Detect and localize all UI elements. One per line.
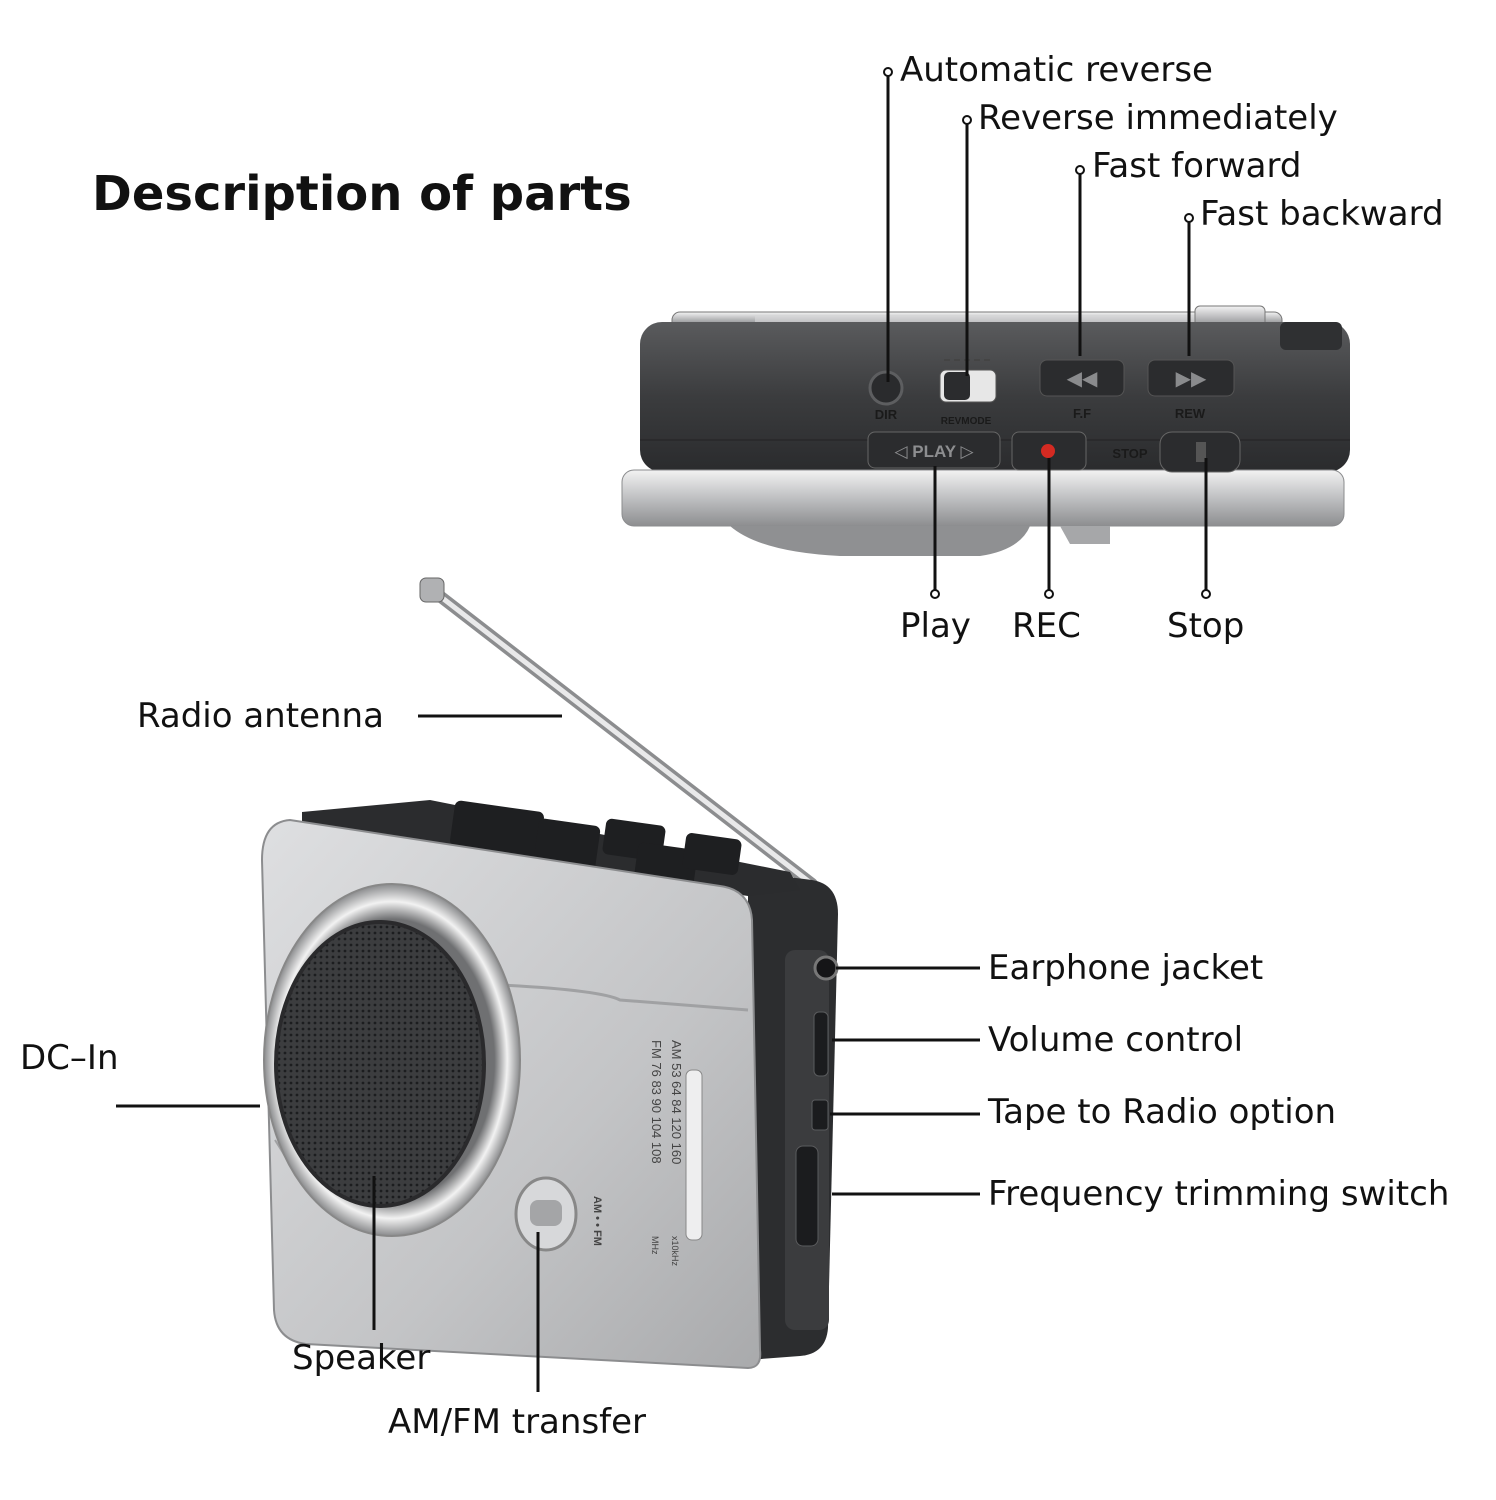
revmode-text: REVMODE <box>941 416 992 427</box>
front-antenna <box>419 577 818 890</box>
earphone-jack-icon <box>813 955 839 981</box>
rew-button[interactable]: ▶▶ <box>1147 359 1235 397</box>
front-callouts <box>116 714 980 1392</box>
rewind-arrows-icon: ◀◀ <box>1067 368 1098 390</box>
label-stop: Stop <box>1167 606 1245 646</box>
tuning-scale <box>685 1069 703 1241</box>
am-unit-text: x10kHz <box>670 1236 680 1267</box>
label-frequency-trimming: Frequency trimming switch <box>988 1174 1450 1214</box>
label-am-fm-transfer: AM/FM transfer <box>388 1402 647 1442</box>
label-fast-forward: Fast forward <box>1092 146 1302 186</box>
tape-radio-switch[interactable] <box>811 1099 829 1131</box>
ff-button[interactable]: ◀◀ <box>1039 359 1125 397</box>
label-rec: REC <box>1012 606 1081 646</box>
label-volume-control: Volume control <box>988 1020 1244 1060</box>
play-button[interactable]: ◁ PLAY ▷ <box>867 431 1001 469</box>
dir-text: DIR <box>875 407 898 422</box>
label-reverse-immediately: Reverse immediately <box>978 98 1338 138</box>
label-speaker: Speaker <box>292 1338 431 1378</box>
stop-button[interactable] <box>1159 431 1241 473</box>
label-earphone-jacket: Earphone jacket <box>988 948 1264 988</box>
rew-text: REW <box>1175 406 1206 421</box>
rec-dot-icon <box>1041 444 1055 458</box>
label-automatic-reverse: Automatic reverse <box>900 50 1213 90</box>
trimming-wheel[interactable] <box>795 1145 819 1247</box>
speaker-grille <box>263 883 521 1237</box>
top-callouts <box>883 67 1211 599</box>
rec-button[interactable] <box>1011 431 1087 471</box>
forward-arrows-icon: ▶▶ <box>1176 368 1207 390</box>
play-button-text: ◁ PLAY ▷ <box>894 442 974 461</box>
front-device-top <box>302 800 800 896</box>
am-fm-knob[interactable] <box>514 1176 578 1252</box>
band-switch-text: AM • • FM <box>591 1196 603 1246</box>
label-dc-in: DC–In <box>20 1038 119 1078</box>
label-radio-antenna: Radio antenna <box>137 696 384 736</box>
dir-button[interactable] <box>868 370 904 406</box>
fm-frequency-row: FM 76 83 90 104 108 <box>649 1040 664 1164</box>
label-play: Play <box>900 606 971 646</box>
front-device-side <box>748 872 839 1360</box>
am-frequency-row: AM 53 64 84 120 160 <box>669 1040 684 1164</box>
ff-text: F.F <box>1073 406 1091 421</box>
label-fast-backward: Fast backward <box>1200 194 1444 234</box>
fm-unit-text: MHz <box>650 1236 660 1255</box>
page-title: Description of parts <box>92 166 632 222</box>
label-tape-to-radio: Tape to Radio option <box>988 1092 1337 1132</box>
stop-text: STOP <box>1112 446 1147 461</box>
volume-wheel[interactable] <box>813 1011 829 1077</box>
